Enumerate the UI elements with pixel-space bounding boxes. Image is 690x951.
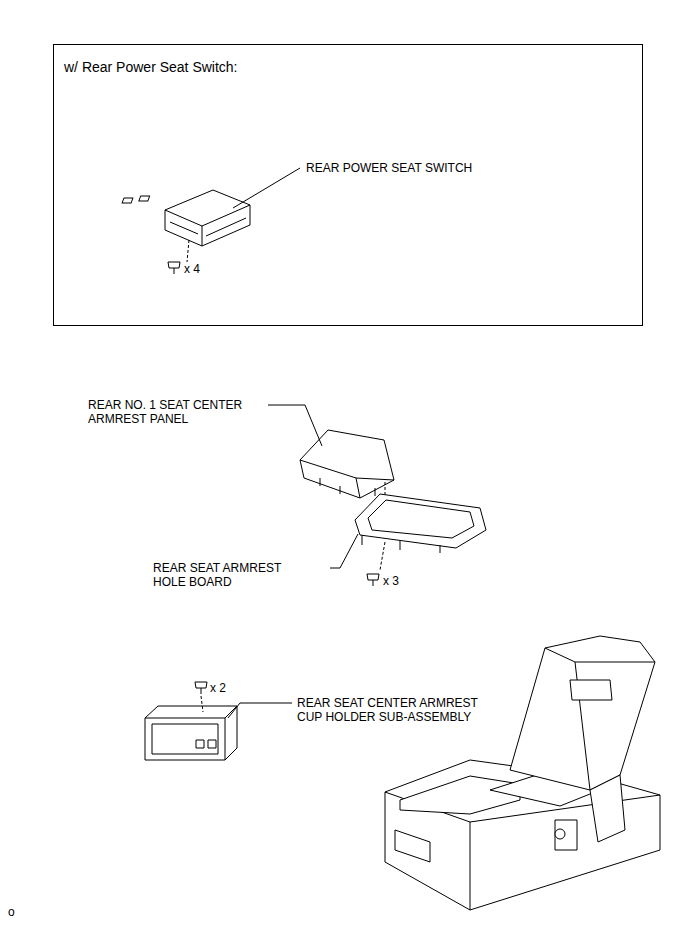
section-heading: w/ Rear Power Seat Switch:	[64, 59, 364, 75]
option-box: w/ Rear Power Seat Switch: REAR POWER SEA…	[53, 44, 643, 326]
corner-mark: o	[8, 905, 38, 919]
hole-board-drawing	[355, 494, 486, 570]
part-name: REAR SEAT CENTER ARMREST CUP HOLDER SUB-…	[297, 696, 497, 724]
cup-holder-drawing	[145, 696, 237, 760]
screw-symbol	[367, 574, 379, 586]
part-name: REAR NO. 1 SEAT CENTER ARMREST PANEL	[88, 398, 268, 426]
part-name: REAR POWER SEAT SWITCH	[306, 161, 566, 175]
screw-symbol	[168, 262, 180, 274]
panel-drawing	[300, 430, 394, 500]
quantity-label: x 2	[210, 681, 250, 695]
quantity-label: x 3	[383, 574, 423, 588]
switch-drawing	[122, 190, 250, 262]
part-name: REAR SEAT ARMREST HOLE BOARD	[153, 561, 293, 589]
screw-symbol	[195, 682, 207, 694]
armrest-drawing	[385, 636, 660, 910]
quantity-label: x 4	[184, 262, 224, 276]
leader-lines	[228, 168, 358, 718]
